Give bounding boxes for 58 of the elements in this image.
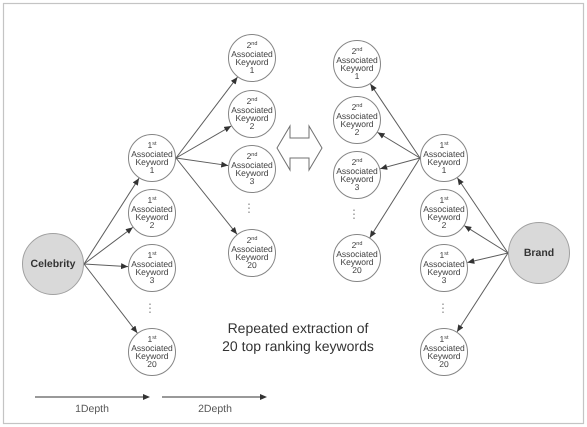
node-label: 1$^{st}$ Associated Keyword 2 [131, 196, 173, 230]
arrow [370, 83, 420, 158]
node-label: 1$^{st}$ Associated Keyword 3 [131, 251, 173, 285]
node-label: 2$^{nd}$ Associated Keyword 2 [336, 103, 378, 137]
keyword-circle [420, 189, 468, 237]
vertical-ellipsis: ⋮ [348, 208, 360, 220]
node-label: 2$^{nd}$ Associated Keyword 3 [231, 152, 273, 186]
keyword-circle [333, 234, 381, 282]
keyword-circle [420, 134, 468, 182]
keyword-circle [228, 145, 276, 193]
node-label: 1$^{st}$ Associated Keyword 20 [423, 335, 465, 369]
node-label: 2$^{nd}$ Associated Keyword 1 [336, 47, 378, 81]
keyword-circle [333, 151, 381, 199]
node-label: 2$^{nd}$ Associated Keyword 20 [336, 241, 378, 275]
depth-label: 2Depth [198, 404, 232, 414]
node-label: 2$^{nd}$ Associated Keyword 20 [231, 236, 273, 270]
keyword-circle [420, 328, 468, 376]
arrow [464, 225, 508, 254]
keyword-circle [128, 134, 176, 182]
node-label: Brand [524, 247, 554, 259]
arrow [466, 252, 508, 264]
vertical-ellipsis: ⋮ [144, 302, 156, 314]
arrow [84, 263, 129, 270]
node-label: 2$^{nd}$ Associated Keyword 3 [336, 158, 378, 192]
node-label: 1$^{st}$ Associated Keyword 1 [131, 141, 173, 175]
arrow [456, 252, 508, 332]
node-label: 2$^{nd}$ Associated Keyword 2 [231, 97, 273, 131]
arrow [377, 132, 420, 158]
node-label: 1$^{st}$ Associated Keyword 1 [423, 141, 465, 175]
arrow [176, 76, 238, 158]
keyword-circle [228, 34, 276, 82]
keyword-circle [420, 244, 468, 292]
node-label: 2$^{nd}$ Associated Keyword 1 [231, 41, 273, 75]
arrow [456, 177, 508, 254]
node-label: 1$^{st}$ Associated Keyword 20 [131, 335, 173, 369]
arrow [176, 158, 238, 235]
keyword-circle [128, 328, 176, 376]
keyword-circle [228, 229, 276, 277]
vertical-ellipsis: ⋮ [437, 302, 449, 314]
keyword-circle [333, 40, 381, 88]
double-block-arrow [276, 124, 323, 172]
arrow [176, 158, 229, 168]
vertical-ellipsis: ⋮ [243, 202, 255, 214]
arrow [380, 158, 420, 170]
keyword-circle [228, 90, 276, 138]
keyword-circle [128, 244, 176, 292]
keyword-circle [128, 189, 176, 237]
node-label: 1$^{st}$ Associated Keyword 3 [423, 251, 465, 285]
node-label: Celebrity [30, 258, 76, 270]
depth-label: 1Depth [75, 404, 109, 414]
node-label: 1$^{st}$ Associated Keyword 2 [423, 196, 465, 230]
arrow [84, 226, 134, 264]
keyword-circle [333, 96, 381, 144]
note-text: Repeated extraction of 20 top ranking keywords [221, 319, 375, 355]
arrow [369, 158, 420, 238]
arrow [84, 264, 138, 334]
arrow [84, 178, 140, 264]
arrow [176, 126, 232, 158]
